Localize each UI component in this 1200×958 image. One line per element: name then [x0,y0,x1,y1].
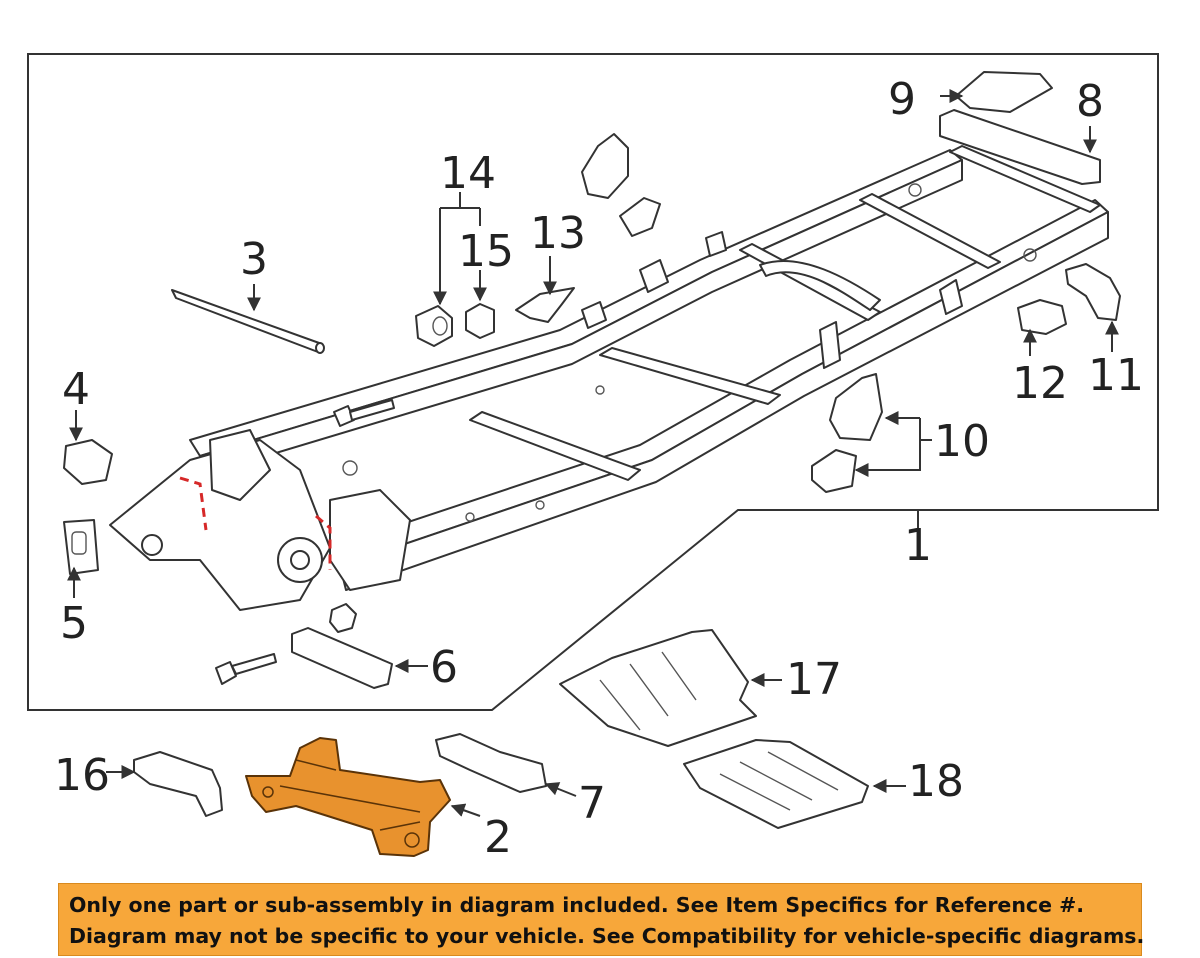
part-18-skidplate[interactable] [683,739,869,829]
cut-line-right [315,514,332,570]
part-9-bracket[interactable] [955,71,1053,113]
part-11-bracket[interactable] [1065,263,1121,321]
leader-lines [67,89,1119,817]
part-8-crossmember[interactable] [939,109,1101,185]
callout-8: 8 [1076,76,1104,127]
callout-10: 10 [934,416,990,467]
callout-4: 4 [62,364,90,415]
part-15-bushing[interactable] [465,303,495,339]
bracket-small[interactable] [619,197,661,237]
notice-line-1: Only one part or sub-assembly in diagram… [69,893,1085,917]
bracket-upper[interactable] [581,133,629,199]
callout-3: 3 [240,234,268,285]
callout-5: 5 [60,598,88,649]
part-10-brackets[interactable] [811,373,883,493]
notice-line-2: Diagram may not be specific to your vehi… [69,924,1145,948]
notice-banner: Only one part or sub-assembly in diagram… [58,883,1145,956]
part-7-mount[interactable] [435,733,547,793]
part-4-bracket[interactable] [63,439,113,485]
part-14-mount[interactable] [415,305,453,347]
part-13-bracket[interactable] [515,287,575,323]
callout-7: 7 [578,778,606,829]
callout-1: 1 [904,520,932,571]
callout-18: 18 [908,756,964,807]
part-16-bracket[interactable] [133,751,223,817]
callout-16: 16 [54,750,110,801]
assembly-border [27,53,1159,711]
callout-11: 11 [1088,350,1144,401]
parts-diagram: 1 2 3 4 5 6 7 8 9 10 11 12 13 14 15 16 1… [27,53,1159,863]
callout-2: 2 [484,812,512,863]
callout-6: 6 [430,642,458,693]
cut-line-left [179,476,208,531]
callout-12: 12 [1012,358,1068,409]
frame-assembly[interactable] [109,145,1109,633]
part-12-mount[interactable] [1017,299,1067,335]
part-5-plate[interactable] [63,519,99,575]
callout-15: 15 [458,226,514,277]
part-2-crossmember[interactable] [245,737,451,857]
part-17-shield[interactable] [559,629,757,747]
callout-13: 13 [530,208,586,259]
callout-17: 17 [786,654,842,705]
part-3-bar[interactable] [171,289,323,353]
callout-9: 9 [888,74,916,125]
part-6-crossmember[interactable] [215,627,393,689]
callout-14: 14 [440,148,496,199]
